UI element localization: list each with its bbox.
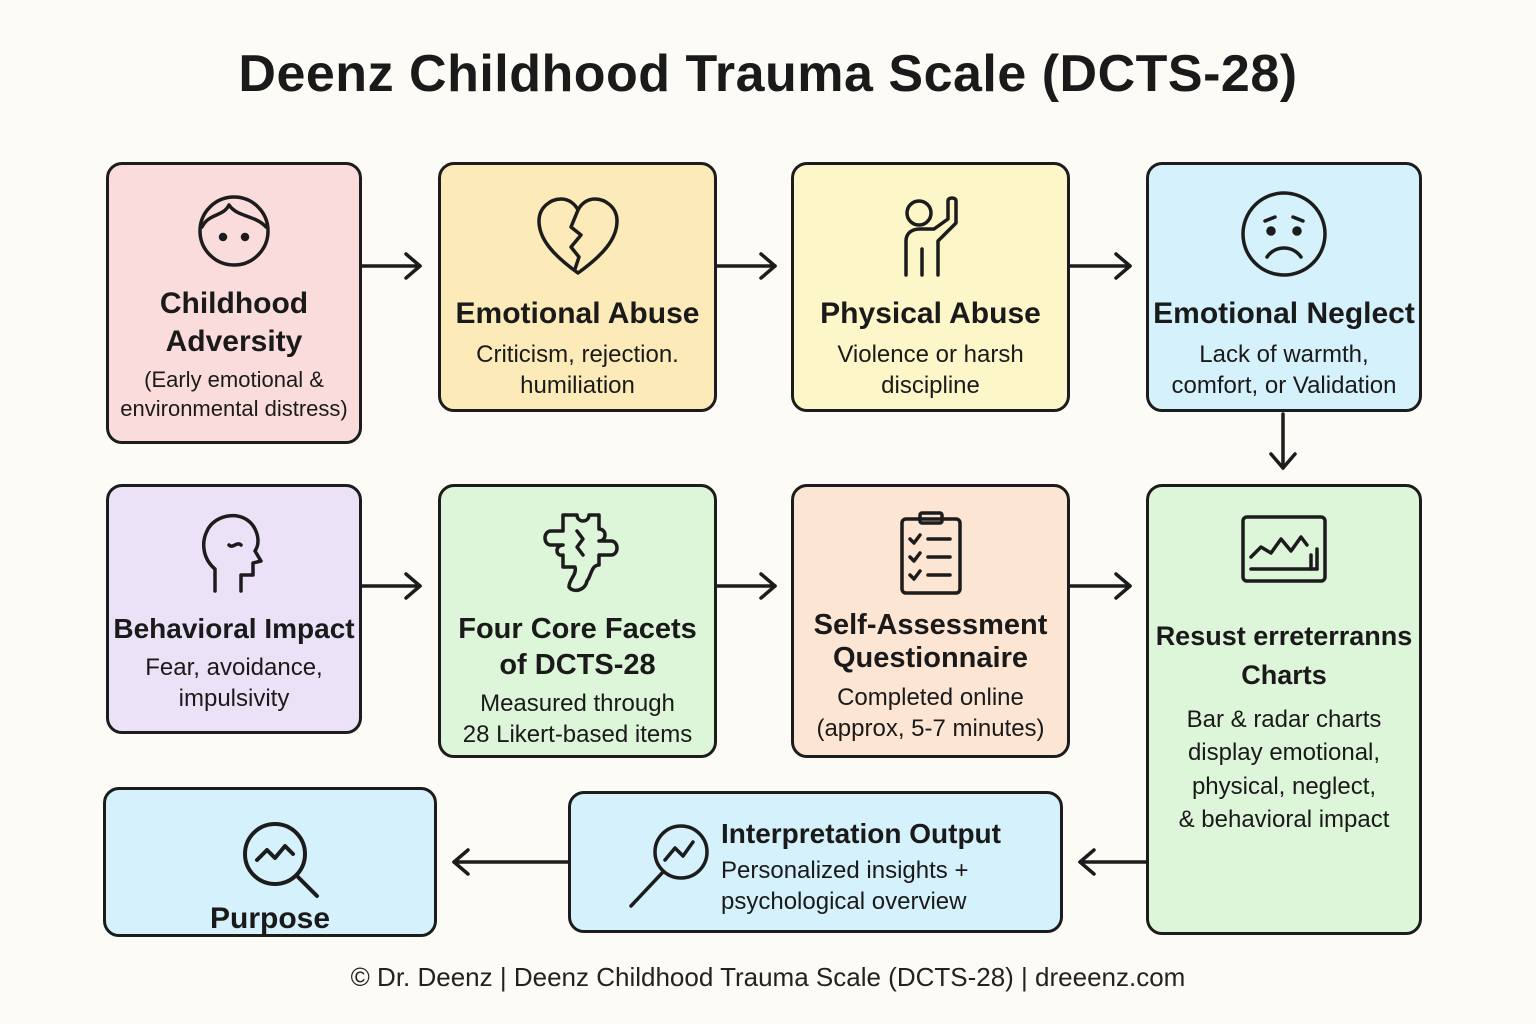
arrow-interpretation-to-purpose — [452, 848, 570, 876]
raised-hand-person-icon — [886, 193, 976, 283]
box-behavioral-impact: Behavioral Impact Fear, avoidance,impuls… — [106, 484, 362, 734]
broken-heart-icon — [533, 193, 623, 283]
puzzle-icon — [533, 509, 623, 599]
box-description: Personalized insights +psychological ove… — [721, 857, 969, 916]
box-title: Behavioral Impact — [113, 613, 355, 644]
box-description: Fear, avoidance,impulsivity — [145, 654, 323, 713]
arrow-four-facets-to-self-assessment — [715, 572, 777, 600]
box-title: Interpretation Output — [721, 818, 1001, 849]
arrow-result-charts-to-interpretation — [1078, 848, 1148, 876]
footer-credit: © Dr. Deenz | Deenz Childhood Trauma Sca… — [350, 962, 1186, 992]
box-description: Criticism, rejection.humiliation — [476, 340, 679, 399]
box-description: Completed online(approx, 5-7 minutes) — [816, 683, 1045, 742]
line-chart-icon — [1239, 509, 1329, 599]
box-description: (Early emotional &environmental distress… — [120, 367, 348, 421]
box-title: Emotional Abuse — [455, 297, 700, 330]
child-face-icon — [189, 191, 279, 273]
arrow-emotional-abuse-to-physical-abuse — [715, 252, 777, 280]
arrow-emotional-neglect-to-result-charts — [1269, 412, 1297, 470]
box-emotional-abuse: Emotional Abuse Criticism, rejection.hum… — [438, 162, 717, 412]
arrow-physical-abuse-to-emotional-neglect — [1068, 252, 1132, 280]
search-trend-icon — [235, 814, 319, 898]
head-profile-icon — [189, 505, 279, 595]
magnifier-chart-icon — [625, 820, 709, 908]
box-purpose: Purpose — [103, 787, 437, 937]
sad-face-icon — [1239, 189, 1329, 279]
box-description: Lack of warmth,comfort, or Validation — [1171, 340, 1397, 399]
box-title: Physical Abuse — [820, 297, 1041, 330]
box-title: Purpose — [209, 902, 331, 935]
clipboard-checklist-icon — [886, 509, 976, 599]
arrow-adversity-to-emotional-abuse — [360, 252, 422, 280]
box-emotional-neglect: Emotional Neglect Lack of warmth,comfort… — [1146, 162, 1422, 412]
box-interpretation-output: Interpretation Output Personalized insig… — [568, 791, 1063, 933]
diagram-title: Deenz Childhood Trauma Scale (DCTS-28) — [238, 45, 1298, 103]
arrow-behavioral-to-four-facets — [360, 572, 422, 600]
arrow-self-assessment-to-result-charts — [1068, 572, 1132, 600]
box-title: Emotional Neglect — [1153, 297, 1415, 330]
